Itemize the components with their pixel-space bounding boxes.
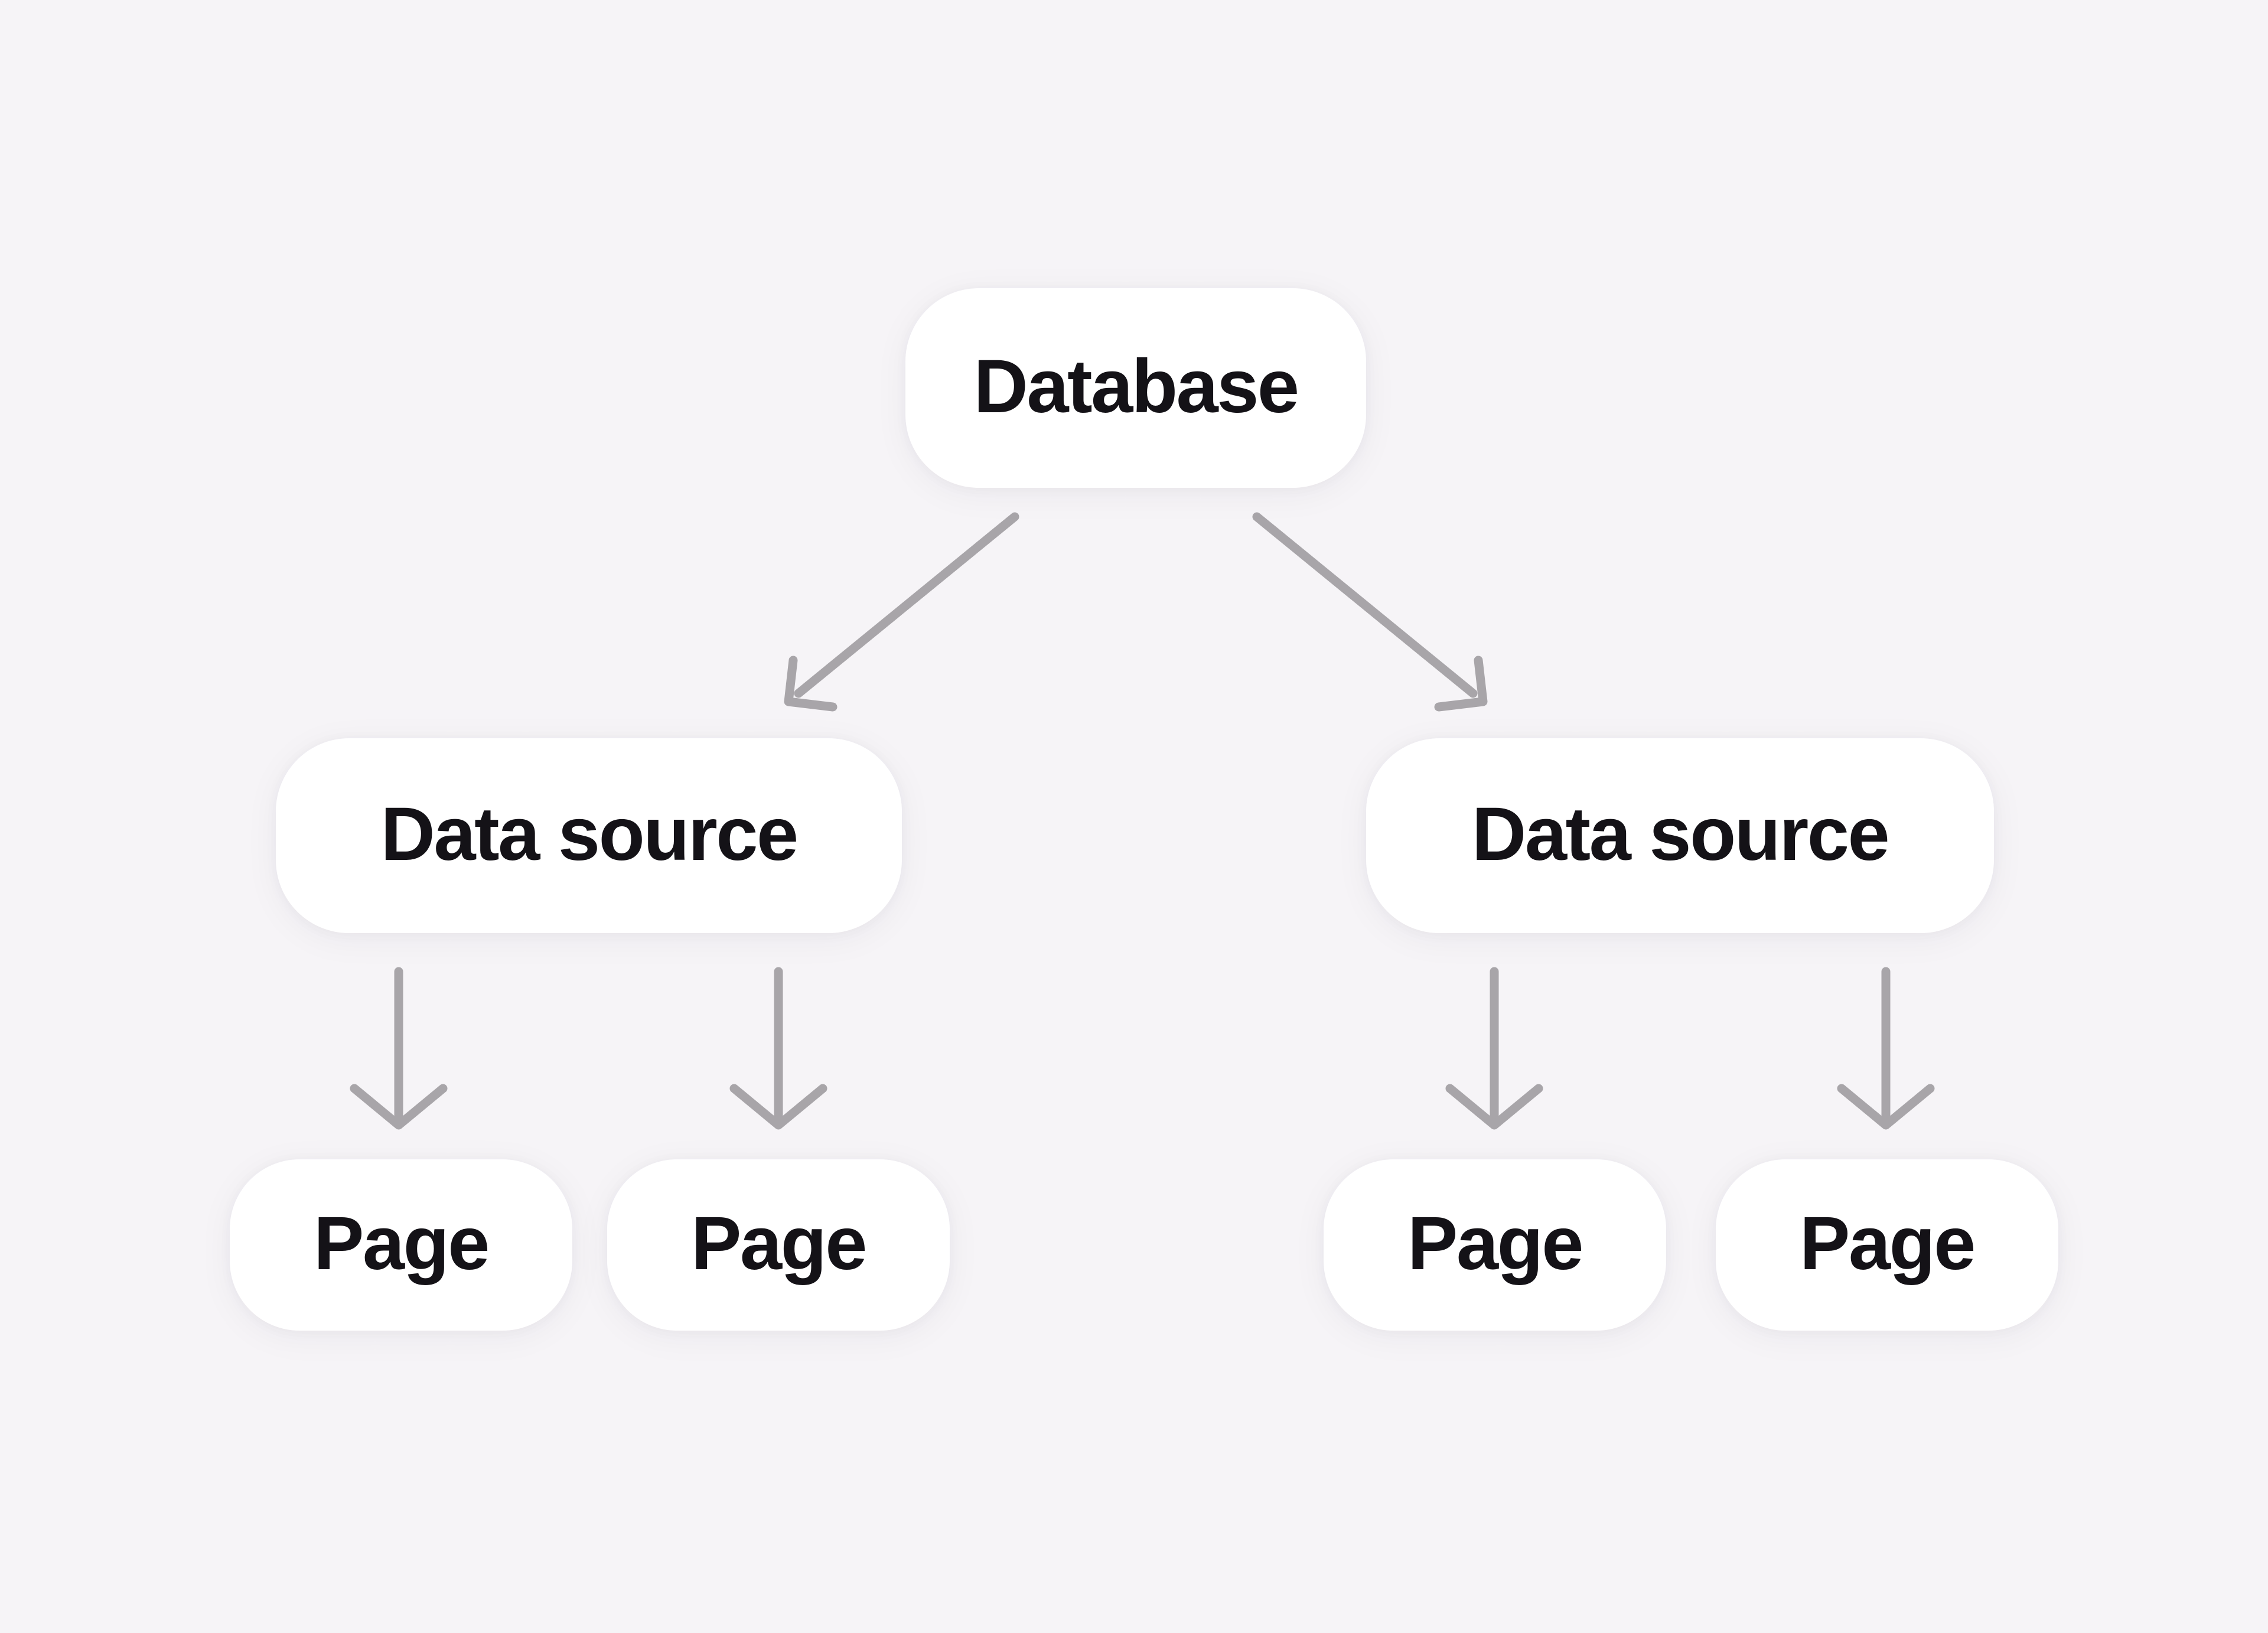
page-node-1: Page: [230, 1159, 572, 1331]
page-label-2: Page: [691, 1201, 867, 1286]
arrow-database-to-right-source: [1252, 512, 1488, 712]
data-source-right-label: Data source: [1471, 792, 1890, 876]
arrow-right-source-to-page-4: [1837, 967, 1935, 1130]
page-node-3: Page: [1324, 1159, 1666, 1331]
data-source-left-node: Data source: [276, 738, 902, 933]
arrow-right-source-to-page-3: [1445, 967, 1543, 1130]
data-source-left-label: Data source: [380, 792, 799, 876]
arrow-left-source-to-page-2: [729, 967, 827, 1130]
arrow-left-source-to-page-1: [350, 967, 448, 1130]
page-node-2: Page: [607, 1159, 950, 1331]
page-label-3: Page: [1407, 1201, 1583, 1286]
arrow-database-to-left-source: [784, 512, 1019, 712]
data-source-right-node: Data source: [1366, 738, 1994, 933]
database-label: Database: [973, 344, 1299, 429]
page-label-4: Page: [1800, 1201, 1976, 1286]
page-label-1: Page: [314, 1201, 490, 1286]
database-node: Database: [905, 288, 1366, 488]
page-node-4: Page: [1716, 1159, 2058, 1331]
